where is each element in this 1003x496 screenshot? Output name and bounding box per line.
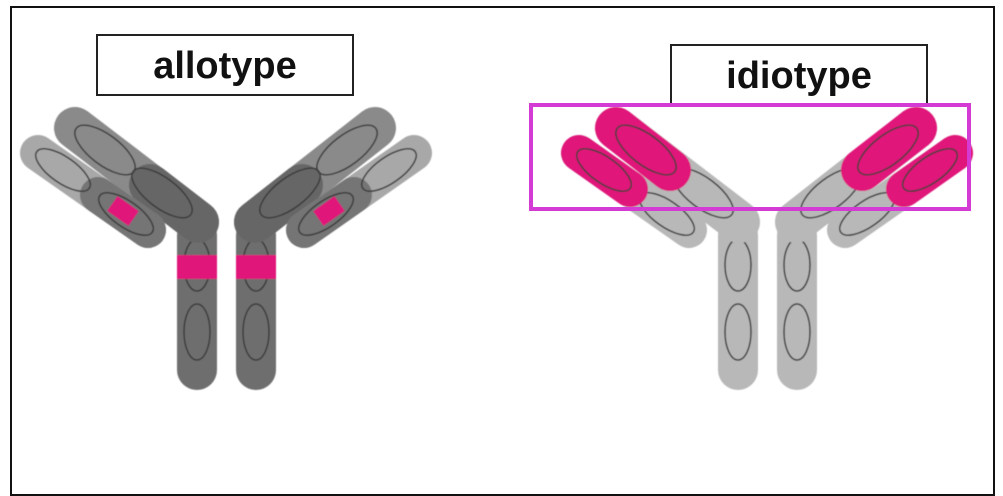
idiotype-variable-region-heavy-right [862, 128, 916, 170]
allotype-marker-heavy-right [236, 255, 276, 279]
allotype-antibody [29, 116, 422, 390]
idiotype-variable-region-light-right [904, 153, 955, 189]
idiotype-antibody [570, 116, 963, 390]
allotype-marker-heavy-left [177, 255, 217, 279]
antibody-diagram [0, 0, 1003, 484]
